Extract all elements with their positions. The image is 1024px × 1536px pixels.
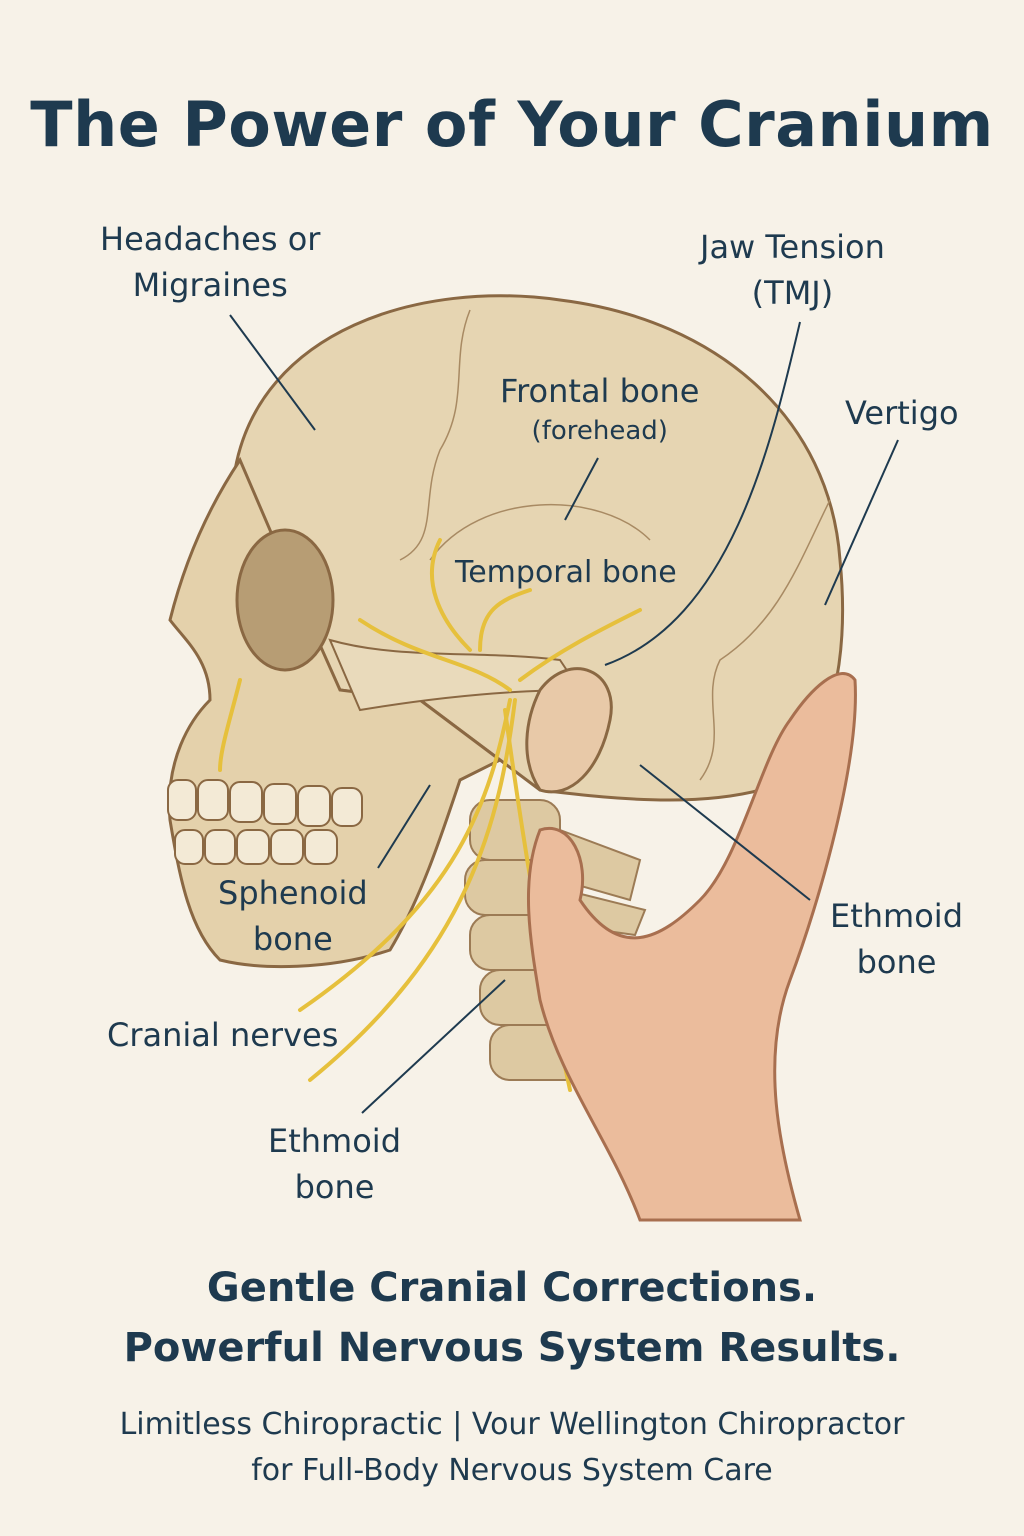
- label-ethmoid-bone-right: Ethmoid bone: [830, 893, 963, 985]
- label-sphenoid-line2: bone: [252, 920, 333, 958]
- eye-socket: [235, 528, 335, 672]
- label-jaw-line2: (TMJ): [751, 274, 834, 312]
- label-headaches-line1: Headaches or: [100, 220, 321, 258]
- label-ethmoid-bottom-line2: bone: [294, 1168, 375, 1206]
- label-sphenoid-bone: Sphenoid bone: [218, 870, 368, 962]
- tagline-line1: Gentle Cranial Corrections.: [206, 1265, 818, 1311]
- label-sphenoid-line1: Sphenoid: [218, 874, 368, 912]
- label-frontal-line2: (forehead): [531, 416, 668, 446]
- leader-lines: [229, 314, 899, 1114]
- label-cranial-nerves: Cranial nerves: [107, 1016, 339, 1054]
- footer-text: Limitless Chiropractic | Vour Wellington…: [0, 1402, 1024, 1494]
- label-ethmoid-right-line2: bone: [856, 943, 937, 981]
- ear: [525, 667, 613, 794]
- label-jaw-tension: Jaw Tension (TMJ): [700, 224, 885, 316]
- hand: [526, 672, 857, 1222]
- tagline: Gentle Cranial Corrections. Powerful Ner…: [0, 1258, 1024, 1378]
- page-title: The Power of Your Cranium: [30, 88, 994, 161]
- label-vertigo: Vertigo: [845, 394, 959, 432]
- label-ethmoid-bottom-line1: Ethmoid: [268, 1122, 401, 1160]
- footer-line2: for Full-Body Nervous System Care: [251, 1453, 773, 1488]
- label-temporal-bone: Temporal bone: [455, 555, 677, 590]
- sutures: [399, 309, 831, 781]
- label-ethmoid-bone-bottom: Ethmoid bone: [268, 1118, 401, 1210]
- teeth: [167, 779, 363, 865]
- label-frontal-bone: Frontal bone (forehead): [500, 368, 699, 448]
- label-frontal-line1: Frontal bone: [500, 372, 700, 410]
- label-headaches-line2: Migraines: [132, 266, 288, 304]
- label-headaches: Headaches or Migraines: [100, 216, 320, 308]
- footer-line1: Limitless Chiropractic | Vour Wellington…: [119, 1407, 905, 1442]
- label-ethmoid-right-line1: Ethmoid: [830, 897, 963, 935]
- tagline-line2: Powerful Nervous System Results.: [123, 1325, 901, 1371]
- label-jaw-line1: Jaw Tension: [700, 228, 885, 266]
